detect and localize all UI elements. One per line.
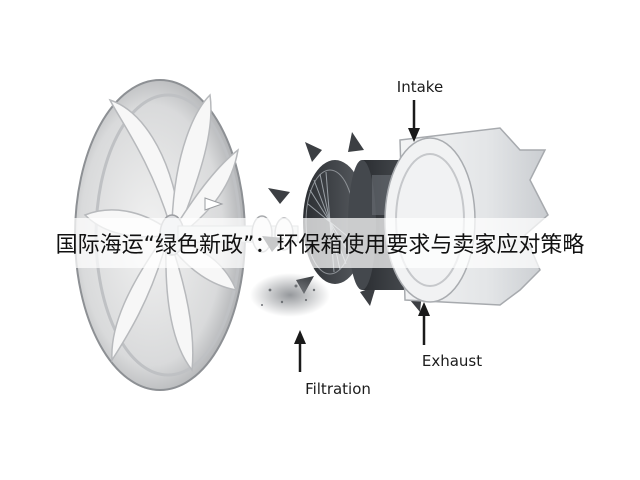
arrow-up-icon <box>418 302 430 345</box>
housing-shroud <box>384 127 549 306</box>
arrow-up-icon <box>294 330 306 372</box>
exhaust-label: Exhaust <box>422 352 482 370</box>
page-title: 国际海运“绿色新政”：环保箱使用要求与卖家应对策略 <box>55 233 585 258</box>
title-banner: 国际海运“绿色新政”：环保箱使用要求与卖家应对策略 <box>0 218 640 268</box>
arrow-down-icon <box>408 100 420 142</box>
filtration-label: Filtration <box>305 380 371 398</box>
intake-label: Intake <box>397 78 443 96</box>
dust-particles <box>250 273 330 317</box>
